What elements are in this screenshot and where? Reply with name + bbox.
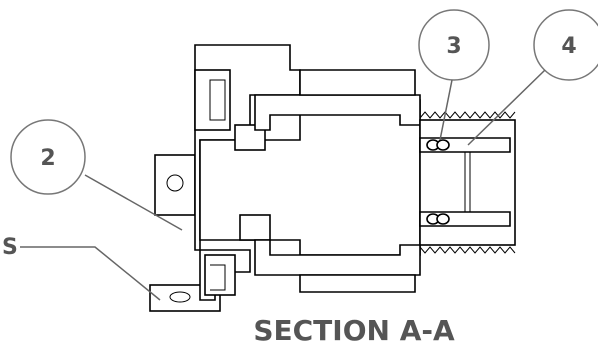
mounting-flange — [149, 154, 221, 312]
callout-bubble — [10, 119, 86, 195]
callout-bubble — [533, 9, 598, 81]
callout-label: 4 — [561, 34, 576, 59]
partial-label: S — [2, 235, 18, 260]
callout-3: 3 — [418, 9, 490, 141]
callout-label: 2 — [40, 146, 55, 171]
center-insert — [199, 99, 421, 256]
callout-label: 3 — [446, 34, 461, 59]
partial-callout-s: S — [2, 235, 161, 301]
callout-bubble — [418, 9, 490, 81]
callout-4: 4 — [467, 9, 598, 146]
outer-shell — [254, 69, 421, 293]
callout-2: 2 — [10, 119, 183, 231]
section-title: SECTION A-A — [253, 314, 455, 347]
threaded-barrel — [419, 111, 516, 254]
housing-body — [194, 44, 301, 301]
